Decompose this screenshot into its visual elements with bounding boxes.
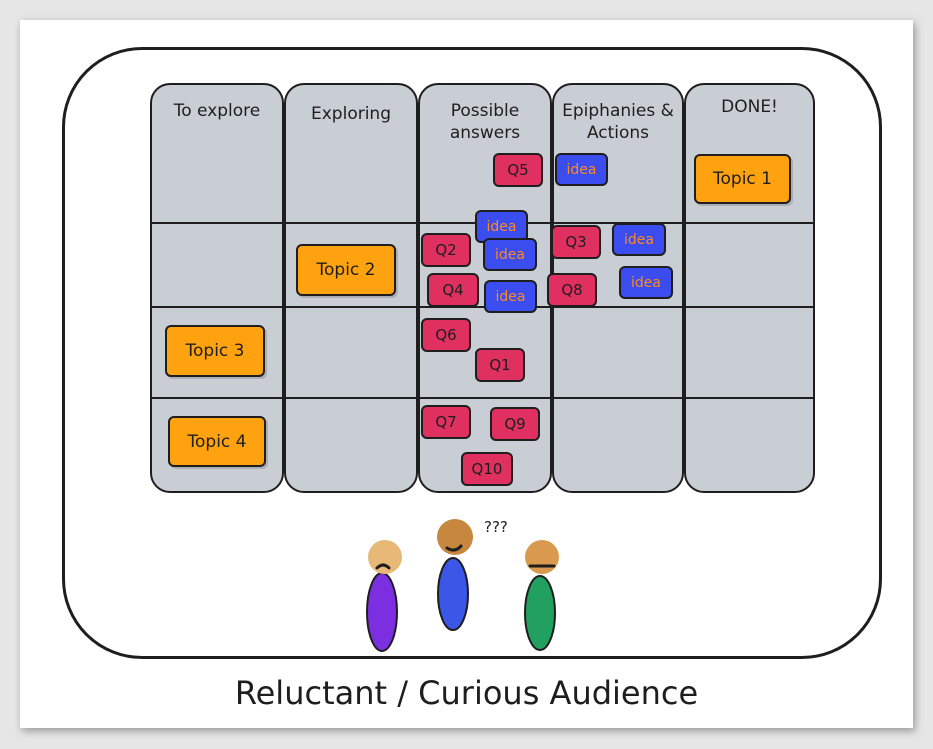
topic-card: Topic 4 [168,416,266,467]
person-left [366,540,402,652]
idea-card: idea [483,238,537,271]
question-card: Q5 [493,153,543,187]
column-title: To explore [173,101,261,121]
question-card: Q1 [475,348,525,382]
idea-label: idea [495,288,526,305]
idea-label: idea [631,274,661,291]
question-label: Q2 [435,241,457,259]
column-title: Exploring [311,104,391,124]
question-card: Q2 [421,233,471,267]
question-card: Q9 [490,407,540,441]
topic-label: Topic 2 [316,260,376,280]
column-title: Epiphanies & Actions [562,101,674,143]
question-label: Q4 [442,281,464,299]
question-card: Q8 [547,273,597,307]
idea-label: idea [624,231,654,248]
swimlane-divider [150,306,815,308]
column-title: Possible answers [449,101,521,143]
topic-label: Topic 1 [713,169,772,189]
question-label: Q3 [565,233,587,251]
question-label: Q9 [504,415,526,433]
topic-card: Topic 2 [296,244,396,296]
question-card: Q7 [421,405,471,439]
question-label: Q5 [507,161,529,179]
question-label: Q10 [471,460,503,478]
person-middle [437,519,473,631]
idea-card: idea [619,266,673,299]
topic-card: Topic 1 [694,154,791,204]
idea-card: idea [612,223,666,256]
topic-label: Topic 3 [185,341,245,361]
question-label: Q8 [561,281,583,299]
question-card: Q10 [461,452,513,486]
idea-label: idea [495,246,525,263]
question-card: Q6 [421,318,471,352]
question-label: Q6 [435,326,457,344]
column-title: DONE! [721,97,778,117]
idea-card: idea [555,153,608,186]
column-done [684,83,815,493]
idea-card: idea [484,280,537,313]
question-card: Q4 [427,273,479,307]
swimlane-divider [150,397,815,399]
board-frame [62,47,882,659]
thought-marks: ??? [484,518,508,536]
person-right [524,540,559,651]
topic-label: Topic 4 [187,431,247,452]
question-card: Q3 [551,225,601,259]
audience-caption: Reluctant / Curious Audience [234,674,699,712]
idea-label: idea [486,218,517,235]
idea-label: idea [566,161,597,178]
question-label: Q7 [435,413,457,431]
question-label: Q1 [489,356,511,374]
topic-card: Topic 3 [165,325,265,377]
